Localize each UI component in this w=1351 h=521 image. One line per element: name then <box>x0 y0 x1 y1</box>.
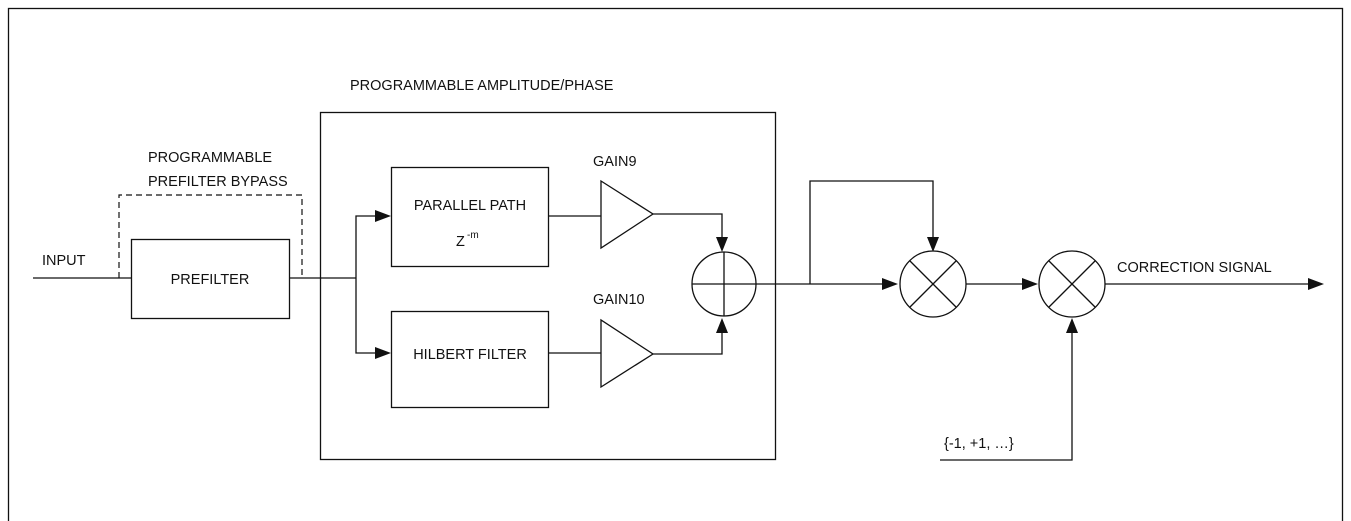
hilbert-filter-block <box>390 310 550 409</box>
prefilter-block <box>130 238 291 320</box>
parallel-path-block <box>390 166 550 268</box>
split-line <box>355 215 375 354</box>
arrow-into-summer-top <box>716 237 728 252</box>
gain10-to-summer-line <box>653 333 723 355</box>
gain9-to-summer-line <box>653 213 723 237</box>
gain9-amplifier <box>600 179 655 250</box>
prefilter-bypass-path <box>118 194 303 278</box>
sequence-input-line <box>940 333 1073 461</box>
multiplier-2 <box>1038 250 1106 318</box>
hilbert-filter-label: HILBERT FILTER <box>413 347 527 363</box>
bypass-label-line1: PROGRAMMABLE <box>148 150 272 166</box>
input-label: INPUT <box>42 253 86 269</box>
amplitude-phase-label: PROGRAMMABLE AMPLITUDE/PHASE <box>350 78 614 94</box>
summing-junction <box>691 251 757 317</box>
amplitude-phase-block <box>319 111 777 461</box>
arrow-into-multiplier2-left <box>1022 278 1038 290</box>
arrow-to-hilbert-filter <box>375 347 391 359</box>
bypass-label-line2: PREFILTER BYPASS <box>148 174 288 190</box>
arrow-into-multiplier1-top <box>927 237 939 252</box>
multiplier-1 <box>899 250 967 318</box>
gain9-label: GAIN9 <box>593 154 637 170</box>
arrow-into-multiplier2-bottom <box>1066 318 1078 333</box>
arrow-into-multiplier1-left <box>882 278 898 290</box>
z-exponent-label: -m <box>467 230 479 241</box>
gain10-label: GAIN10 <box>593 292 645 308</box>
arrow-correction-output <box>1308 278 1324 290</box>
arrow-to-parallel-path <box>375 210 391 222</box>
parallel-path-label: PARALLEL PATH <box>414 198 526 214</box>
z-base-label: Z <box>456 234 465 250</box>
square-feedback-line <box>809 180 934 284</box>
gain10-amplifier <box>600 318 655 389</box>
arrow-into-summer-bottom <box>716 318 728 333</box>
diagram-frame <box>7 7 1344 521</box>
sequence-label: {-1, +1, …} <box>944 436 1014 452</box>
correction-signal-label: CORRECTION SIGNAL <box>1117 260 1272 276</box>
prefilter-label: PREFILTER <box>171 272 250 288</box>
